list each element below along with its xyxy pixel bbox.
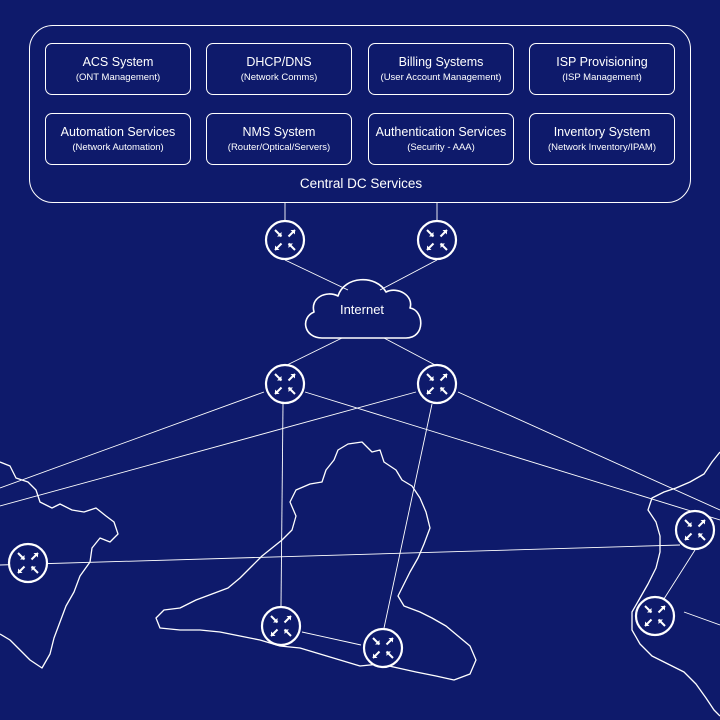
internet-label: Internet: [339, 302, 385, 317]
service-subtitle: (Router/Optical/Servers): [227, 141, 331, 153]
service-isp-provisioning: ISP Provisioning (ISP Management): [529, 43, 675, 95]
service-title: Billing Systems: [398, 54, 484, 69]
service-dhcp-dns: DHCP/DNS (Network Comms): [206, 43, 352, 95]
service-subtitle: (User Account Management): [380, 71, 502, 83]
router-dc-1-router-icon: [264, 219, 306, 261]
service-title: Inventory System: [553, 124, 651, 139]
central-dc-label: Central DC Services: [299, 176, 423, 191]
service-acs-system: ACS System (ONT Management): [45, 43, 191, 95]
router-right-region-2-router-icon: [634, 595, 676, 637]
cloud-icon: [304, 278, 422, 339]
router-dc-2-router-icon: [416, 219, 458, 261]
service-title: ISP Provisioning: [556, 54, 648, 69]
router-left-region-router-icon: [7, 542, 49, 584]
service-subtitle: (ONT Management): [75, 71, 161, 83]
service-subtitle: (Network Comms): [240, 71, 318, 83]
service-subtitle: (Security - AAA): [407, 141, 475, 153]
router-right-region-1-router-icon: [674, 509, 716, 551]
region-map-right: [631, 451, 720, 717]
service-inventory-system: Inventory System (Network Inventory/IPAM…: [529, 113, 675, 165]
central-dc-panel: ACS System (ONT Management) DHCP/DNS (Ne…: [29, 25, 691, 203]
service-title: DHCP/DNS: [246, 54, 312, 69]
service-subtitle: (ISP Management): [562, 71, 642, 83]
region-map-center: [155, 441, 477, 681]
service-title: Automation Services: [60, 124, 176, 139]
service-nms-system: NMS System (Router/Optical/Servers): [206, 113, 352, 165]
router-core-2-router-icon: [416, 363, 458, 405]
service-billing-systems: Billing Systems (User Account Management…: [368, 43, 514, 95]
service-subtitle: (Network Inventory/IPAM): [547, 141, 657, 153]
router-center-region-1-router-icon: [260, 605, 302, 647]
service-title: Authentication Services: [375, 124, 507, 139]
router-center-region-2-router-icon: [362, 627, 404, 669]
service-automation-services: Automation Services (Network Automation): [45, 113, 191, 165]
service-subtitle: (Network Automation): [72, 141, 164, 153]
service-authentication-services: Authentication Services (Security - AAA): [368, 113, 514, 165]
router-core-1-router-icon: [264, 363, 306, 405]
region-map-left: [0, 461, 119, 669]
service-title: NMS System: [242, 124, 316, 139]
service-title: ACS System: [82, 54, 154, 69]
